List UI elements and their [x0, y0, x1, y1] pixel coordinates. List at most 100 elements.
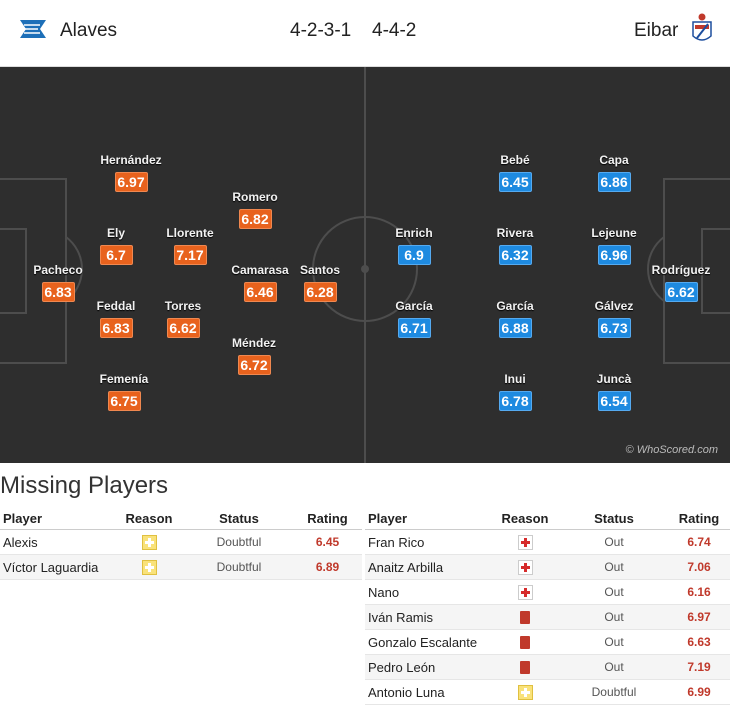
- player-name: Romero: [232, 190, 278, 204]
- status-cell: Doubtful: [185, 554, 293, 580]
- doubtful-icon: [141, 534, 157, 550]
- player-name-cell[interactable]: Nano: [365, 579, 490, 605]
- player-name: Hernández: [100, 153, 162, 167]
- status-cell: Out: [560, 579, 668, 605]
- player-name: Pacheco: [33, 263, 83, 277]
- status-cell: Doubtful: [185, 529, 293, 555]
- player-name-cell[interactable]: Víctor Laguardia: [0, 554, 113, 580]
- player-marker[interactable]: Méndez 6.72: [214, 336, 294, 375]
- eibar-logo-icon[interactable]: [690, 12, 714, 48]
- player-rating: 6.9: [397, 245, 431, 265]
- alaves-logo-icon[interactable]: [18, 16, 48, 42]
- player-rating: 6.78: [498, 391, 532, 411]
- player-marker[interactable]: Santos 6.28: [280, 263, 360, 302]
- player-name: Feddal: [96, 299, 136, 313]
- player-rating: 6.97: [114, 172, 148, 192]
- player-rating: 6.54: [597, 391, 631, 411]
- player-rating: 6.45: [498, 172, 532, 192]
- rating-cell: 7.06: [668, 554, 730, 580]
- player-name-cell[interactable]: Pedro León: [365, 654, 490, 680]
- player-name-cell[interactable]: Gonzalo Escalante: [365, 629, 490, 655]
- away-formation: 4-4-2: [372, 20, 417, 41]
- match-header: Alaves 4-2-3-1 4-4-2 Eibar: [0, 0, 730, 67]
- doubtful-icon: [517, 684, 533, 700]
- player-name-cell[interactable]: Fran Rico: [365, 529, 490, 555]
- status-cell: Out: [560, 604, 668, 630]
- player-rating: 6.46: [243, 282, 277, 302]
- player-rating: 6.72: [237, 355, 271, 375]
- column-header-player[interactable]: Player: [0, 507, 113, 530]
- player-marker[interactable]: Feddal 6.83: [76, 299, 156, 338]
- player-rating: 6.96: [597, 245, 631, 265]
- player-rating: 6.28: [303, 282, 337, 302]
- player-name-cell[interactable]: Iván Ramis: [365, 604, 490, 630]
- player-rating: 6.88: [498, 318, 532, 338]
- column-header-rating[interactable]: Rating: [293, 507, 362, 530]
- player-marker[interactable]: Romero 6.82: [215, 190, 295, 229]
- player-marker[interactable]: Pacheco 6.83: [18, 263, 98, 302]
- player-marker[interactable]: Hernández 6.97: [91, 153, 171, 192]
- away-team-name[interactable]: Eibar: [634, 20, 679, 41]
- rating-cell: 6.89: [293, 554, 362, 580]
- player-name: Santos: [299, 263, 340, 277]
- player-rating: 6.83: [99, 318, 133, 338]
- home-team-name[interactable]: Alaves: [60, 20, 118, 41]
- home-formation: 4-2-3-1: [290, 20, 352, 41]
- player-name: Ely: [106, 226, 125, 240]
- missing-players-title: Missing Players: [0, 472, 169, 499]
- column-header-reason[interactable]: Reason: [113, 507, 185, 530]
- player-rating: 6.83: [41, 282, 75, 302]
- player-rating: 6.62: [664, 282, 698, 302]
- player-name: Llorente: [166, 226, 214, 240]
- status-cell: Doubtful: [560, 679, 668, 705]
- rating-cell: 6.16: [668, 579, 730, 605]
- column-header-status[interactable]: Status: [185, 507, 293, 530]
- player-name-cell[interactable]: Antonio Luna: [365, 679, 490, 705]
- red-card-icon: [520, 661, 530, 675]
- player-name: Femenía: [99, 372, 149, 386]
- player-rating: 6.82: [238, 209, 272, 229]
- player-name-cell[interactable]: Alexis: [0, 529, 113, 555]
- player-name: Méndez: [231, 336, 276, 350]
- player-name-cell[interactable]: Anaitz Arbilla: [365, 554, 490, 580]
- status-cell: Out: [560, 554, 668, 580]
- column-header-status[interactable]: Status: [560, 507, 668, 530]
- column-header-player[interactable]: Player: [365, 507, 490, 530]
- rating-cell: 6.74: [668, 529, 730, 555]
- injury-icon: [517, 534, 533, 550]
- column-header-reason[interactable]: Reason: [490, 507, 560, 530]
- player-rating: 6.32: [498, 245, 532, 265]
- column-header-rating[interactable]: Rating: [668, 507, 730, 530]
- injury-icon: [517, 584, 533, 600]
